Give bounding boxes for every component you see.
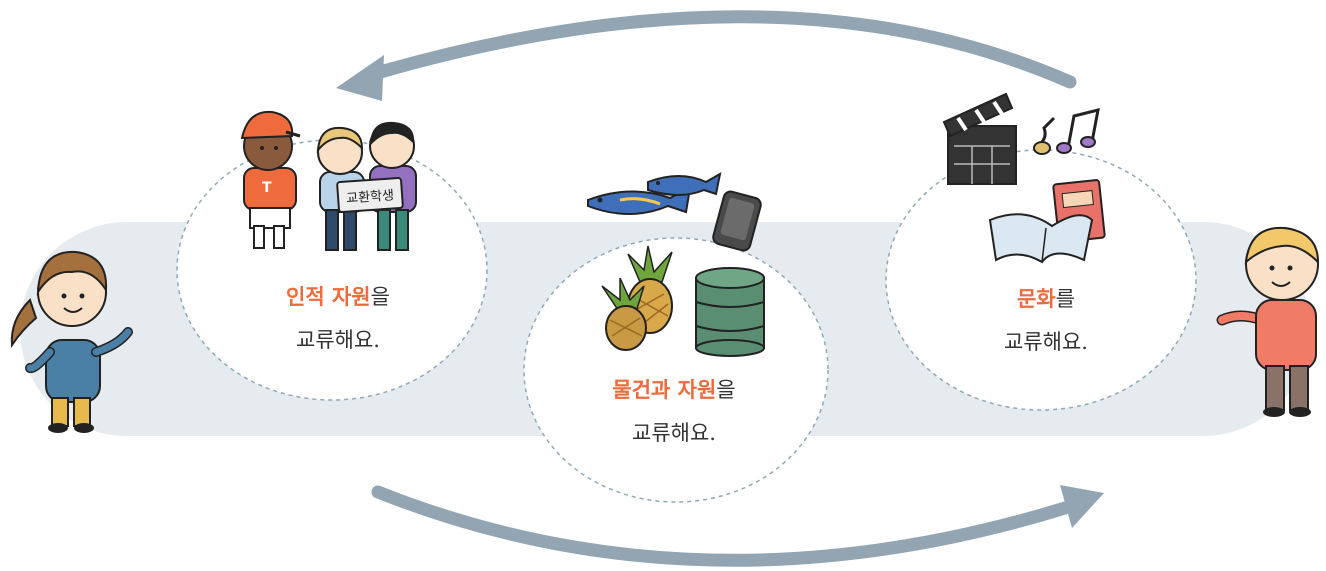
suffix-goods: 을 xyxy=(716,378,736,402)
caption-goods-title: 물건과 자원을 xyxy=(544,380,804,401)
music-note-icon xyxy=(1033,107,1100,155)
suffix-culture: 를 xyxy=(1055,287,1075,311)
svg-text:T: T xyxy=(262,180,272,196)
suffix-human: 을 xyxy=(370,285,390,309)
caption-human: 인적 자원을 교류해요. xyxy=(208,287,468,351)
boy-character-icon xyxy=(1216,226,1320,417)
book-icon xyxy=(988,179,1106,264)
bubble-culture xyxy=(885,149,1197,411)
bubble-goods xyxy=(523,237,829,503)
exchange-students-icon: T 교환학생 xyxy=(240,110,417,251)
pineapple-icon xyxy=(601,245,673,351)
fish-icon xyxy=(587,172,722,215)
highlight-goods: 물건과 자원 xyxy=(612,378,717,402)
caption-culture: 문화를 교류해요. xyxy=(916,289,1176,353)
caption-human-title: 인적 자원을 xyxy=(208,287,468,308)
caption-culture-text: 교류해요. xyxy=(1004,330,1088,354)
highlight-human: 인적 자원 xyxy=(286,285,371,309)
top-arrowhead xyxy=(336,55,384,101)
caption-goods-text: 교류해요. xyxy=(632,421,716,445)
clapperboard-icon xyxy=(942,92,1017,185)
caption-human-text: 교류해요. xyxy=(296,328,380,352)
top-arrow xyxy=(363,10,1077,89)
phone-icon xyxy=(712,190,762,252)
caption-goods: 물건과 자원을 교류해요. xyxy=(544,380,804,444)
oil-barrel-icon xyxy=(695,267,765,357)
highlight-culture: 문화 xyxy=(1017,287,1056,311)
bottom-arrow xyxy=(371,485,1072,567)
girl-character-icon xyxy=(10,250,133,433)
caption-culture-title: 문화를 xyxy=(916,289,1176,310)
sign-text: 교환학생 xyxy=(346,188,395,206)
bottom-arrowhead xyxy=(1060,485,1104,528)
